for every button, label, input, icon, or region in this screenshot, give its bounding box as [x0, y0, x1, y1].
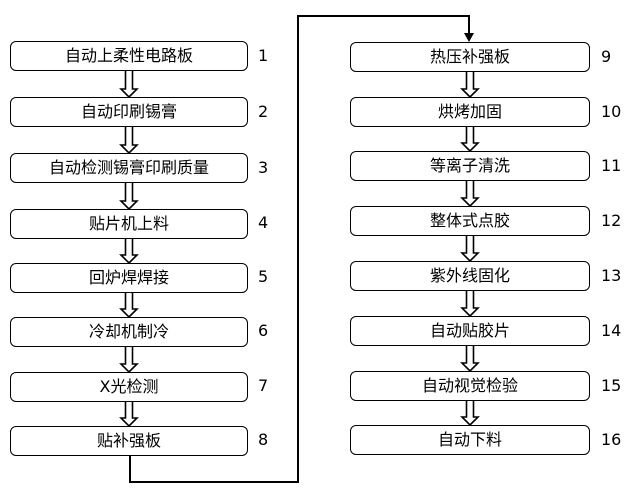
flow-arrow-9-to-10 [460, 72, 480, 99]
step-3-box: 自动检测锡膏印刷质量 [10, 153, 248, 183]
step-12-box: 整体式点胶 [350, 206, 590, 236]
connector-arrowhead-9 [464, 33, 474, 42]
connector-line-8-to-9 [129, 15, 470, 483]
step-13-number: 13 [601, 266, 622, 285]
step-1-number: 1 [258, 46, 269, 65]
step-4-number: 4 [258, 213, 269, 232]
step-10-number: 10 [601, 102, 622, 121]
flow-arrow-1-to-2 [119, 71, 139, 99]
step-16-label: 自动下料 [437, 430, 502, 449]
step-5-box: 回炉焊焊接 [10, 263, 248, 293]
step-9-number: 9 [601, 47, 612, 66]
step-3-label: 自动检测锡膏印刷质量 [48, 158, 209, 177]
step-15-number: 15 [601, 376, 622, 395]
step-6-number: 6 [258, 321, 269, 340]
step-1-box: 自动上柔性电路板 [10, 41, 248, 71]
step-3-number: 3 [258, 158, 269, 177]
step-15-label: 自动视觉检验 [421, 376, 518, 395]
step-6-label: 冷却机制冷 [88, 322, 169, 341]
step-13-label: 紫外线固化 [429, 266, 510, 285]
flow-arrow-4-to-5 [119, 239, 139, 265]
step-1-label: 自动上柔性电路板 [64, 46, 193, 65]
step-7-box: X光检测 [10, 372, 248, 402]
step-14-box: 自动贴胶片 [350, 316, 590, 346]
step-7-number: 7 [258, 376, 269, 395]
step-12-label: 整体式点胶 [429, 211, 510, 230]
flow-arrow-10-to-11 [460, 127, 480, 153]
step-6-box: 冷却机制冷 [10, 317, 248, 347]
flow-arrow-6-to-7 [119, 347, 139, 374]
step-2-number: 2 [258, 102, 269, 121]
flow-arrow-2-to-3 [119, 127, 139, 155]
step-8-box: 贴补强板 [10, 426, 248, 456]
step-4-label: 贴片机上料 [88, 214, 169, 233]
step-5-number: 5 [258, 267, 269, 286]
flow-arrow-3-to-4 [119, 183, 139, 211]
step-8-label: 贴补强板 [96, 431, 161, 450]
flow-arrow-13-to-14 [460, 291, 480, 318]
step-5-label: 回炉焊焊接 [88, 268, 169, 287]
step-13-box: 紫外线固化 [350, 261, 590, 291]
step-10-label: 烘烤加固 [437, 102, 502, 121]
step-14-number: 14 [601, 321, 622, 340]
step-9-box: 热压补强板 [350, 42, 590, 72]
step-11-number: 11 [601, 156, 622, 175]
step-16-number: 16 [601, 430, 622, 449]
flow-arrow-5-to-6 [119, 293, 139, 319]
step-2-label: 自动印刷锡膏 [80, 102, 177, 121]
step-14-label: 自动贴胶片 [429, 321, 510, 340]
step-7-label: X光检测 [99, 377, 159, 396]
flow-arrow-12-to-13 [460, 236, 480, 263]
step-11-label: 等离子清洗 [429, 156, 510, 175]
flow-arrow-15-to-16 [460, 401, 480, 427]
step-10-box: 烘烤加固 [350, 97, 590, 127]
step-16-box: 自动下料 [350, 425, 590, 455]
step-11-box: 等离子清洗 [350, 151, 590, 181]
step-9-label: 热压补强板 [429, 47, 510, 66]
step-12-number: 12 [601, 211, 622, 230]
flow-arrow-11-to-12 [460, 181, 480, 208]
flow-arrow-7-to-8 [119, 402, 139, 428]
step-2-box: 自动印刷锡膏 [10, 97, 248, 127]
step-15-box: 自动视觉检验 [350, 371, 590, 401]
flow-arrow-14-to-15 [460, 346, 480, 373]
step-4-box: 贴片机上料 [10, 209, 248, 239]
step-8-number: 8 [258, 430, 269, 449]
